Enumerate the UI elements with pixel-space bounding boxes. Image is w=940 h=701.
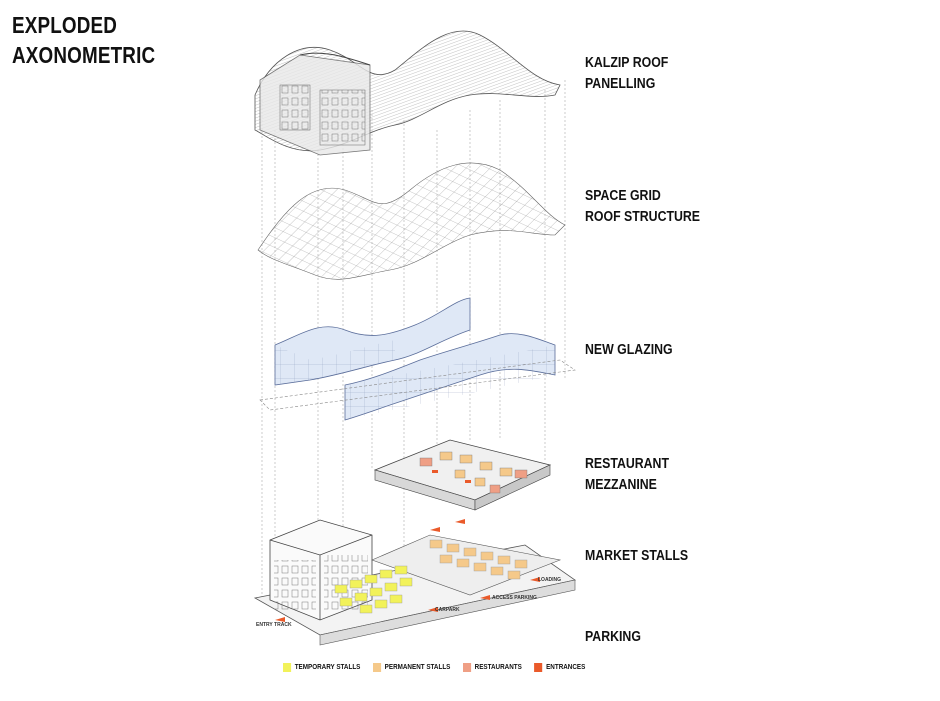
legend-swatch-entrances (534, 663, 543, 672)
space-grid-layer (257, 162, 566, 280)
carpark-label: CARPARK (435, 607, 460, 613)
layer-label-line: ROOF STRUCTURE (585, 209, 701, 225)
legend-item: RESTAURANTS (462, 663, 522, 672)
layer-label-line: KALZIP ROOF (585, 55, 669, 71)
title-line-2: AXONOMETRIC (12, 42, 156, 68)
layer-label-line: PARKING (585, 629, 641, 645)
kalzip-roof-layer (254, 30, 561, 156)
layer-label-line: RESTAURANT (585, 456, 669, 472)
layer-label-mezzanine: RESTAURANT MEZZANINE (585, 454, 669, 496)
layer-label-glazing: NEW GLAZING (585, 340, 673, 361)
layer-label-line: MARKET STALLS (585, 548, 689, 564)
legend-swatch-temporary (283, 663, 292, 672)
diagram-title: EXPLODED AXONOMETRIC (12, 10, 155, 70)
legend-swatch-restaurants (462, 663, 472, 672)
access-parking-label: ACCESS PARKING (492, 595, 537, 601)
entrance-markers (275, 519, 540, 622)
layer-label-kalzip-roof: KALZIP ROOF PANELLING (585, 53, 668, 95)
layer-label-line: MEZZANINE (585, 477, 657, 493)
legend-label: RESTAURANTS (474, 664, 522, 671)
layer-label-space-grid: SPACE GRID ROOF STRUCTURE (585, 186, 700, 228)
legend-swatch-permanent (372, 663, 382, 672)
layer-label-line: PANELLING (585, 76, 656, 92)
layer-label-market-stalls: MARKET STALLS (585, 546, 688, 567)
market-parking-layer (253, 519, 576, 646)
legend-label: ENTRANCES (546, 664, 586, 671)
legend-label: PERMANENT STALLS (384, 664, 451, 671)
glazing-layer (259, 297, 576, 421)
layer-label-parking: PARKING (585, 627, 641, 648)
layer-label-line: SPACE GRID (585, 188, 661, 204)
legend-item: TEMPORARY STALLS (283, 663, 360, 672)
entry-track-label: ENTRY TRACK (256, 622, 292, 628)
legend-item: PERMANENT STALLS (372, 663, 451, 672)
mezzanine-layer (373, 439, 552, 511)
loading-label: LOADING (538, 577, 562, 583)
legend-item: ENTRANCES (534, 663, 585, 672)
title-line-1: EXPLODED (12, 12, 118, 38)
legend-label: TEMPORARY STALLS (294, 664, 361, 671)
legend: TEMPORARY STALLS PERMANENT STALLS RESTAU… (283, 663, 593, 672)
layer-label-line: NEW GLAZING (585, 342, 673, 358)
